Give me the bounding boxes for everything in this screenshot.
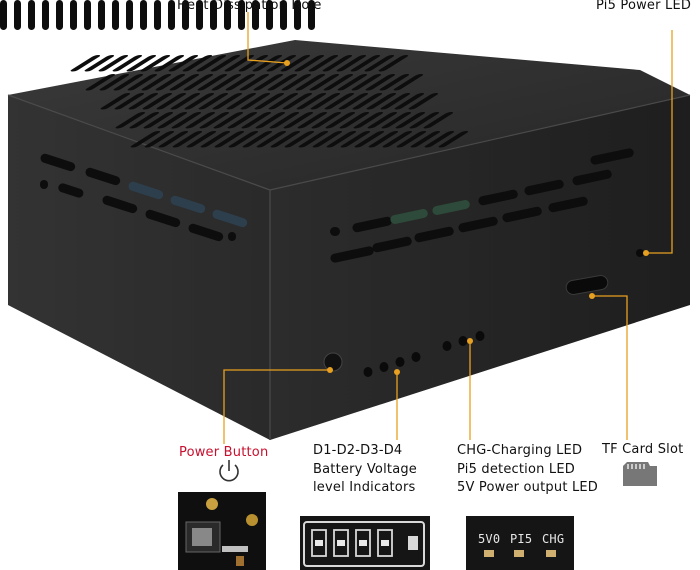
label-tf-card-slot: TF Card Slot [602, 442, 684, 457]
battery-label-line-2: Battery Voltage [313, 461, 418, 477]
battery-label-line-1: D1-D2-D3-D4 [313, 443, 403, 458]
led-label-5v0: 5V0 [478, 532, 501, 546]
label-pi5-power-led: Pi5 Power LED [596, 0, 692, 13]
label-heat-dissipation-hole: Heat Dissipation Hole [177, 0, 322, 13]
right-side-vents [330, 148, 634, 263]
left-side-vents [40, 153, 248, 242]
status-label-line-3: 5V Power output LED [457, 480, 599, 495]
power-icon [219, 460, 239, 482]
status-led-holes [442, 331, 485, 351]
battery-led-board-photo [300, 516, 430, 570]
case-left-face [8, 95, 270, 440]
power-button-physical [323, 352, 343, 372]
status-label-line-1: CHG-Charging LED [457, 443, 583, 458]
callout-lines [223, 12, 673, 444]
label-battery-indicators: D1-D2-D3-D4 Battery Voltage level Indica… [313, 442, 417, 498]
tf-card-slot-opening [565, 275, 609, 295]
led-label-pi5: PI5 [510, 532, 533, 546]
led-label-chg: CHG [542, 532, 565, 546]
label-status-leds: CHG-Charging LED Pi5 detection LED 5V Po… [457, 442, 598, 498]
status-led-board-photo [466, 516, 574, 570]
power-button-board-photo [178, 492, 266, 570]
heat-vents [0, 0, 470, 148]
battery-indicator-holes [363, 352, 421, 377]
pi5-power-led-hole [636, 249, 644, 257]
battery-label-line-3: level Indicators [313, 480, 416, 495]
label-power-button: Power Button [179, 445, 269, 460]
status-label-line-2: Pi5 detection LED [457, 461, 575, 477]
microsd-card-icon [623, 462, 657, 486]
